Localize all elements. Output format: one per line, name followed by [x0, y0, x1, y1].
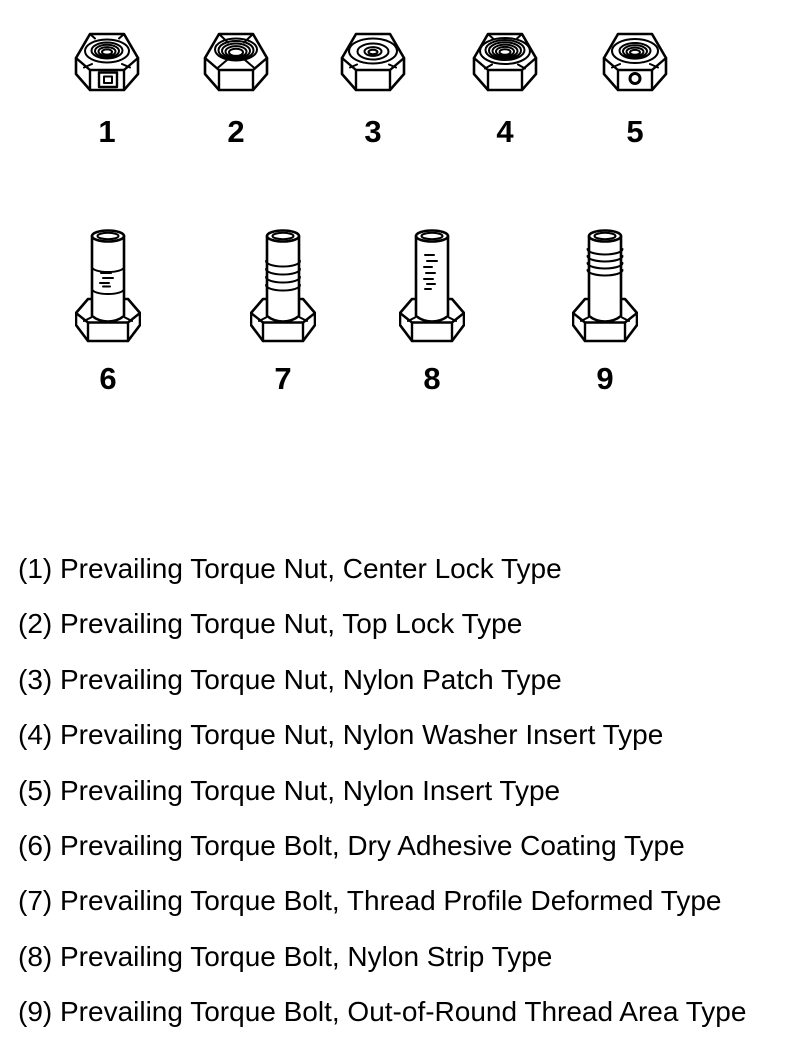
figure-bolt-7: 7	[250, 227, 316, 394]
figure-nut-5: 5	[602, 30, 668, 147]
figure-bolt-6: 6	[75, 227, 141, 394]
legend-item-4: (4) Prevailing Torque Nut, Nylon Washer …	[18, 719, 664, 751]
legend-item-7: (7) Prevailing Torque Bolt, Thread Profi…	[18, 885, 722, 917]
nylon-patch-nut-icon	[340, 32, 406, 92]
part-number-label: 1	[98, 114, 116, 149]
legend: (1) Prevailing Torque Nut, Center Lock T…	[18, 541, 746, 1040]
center-lock-nut-icon	[74, 32, 140, 92]
part-number-label: 4	[496, 114, 514, 149]
nylon-strip-bolt-icon	[399, 229, 465, 343]
part-number-label: 6	[99, 361, 117, 396]
figure-nut-2: 2	[203, 30, 269, 147]
part-number-label: 7	[274, 361, 292, 396]
nylon-insert-nut-icon	[602, 32, 668, 92]
figure-nut-1: 1	[74, 30, 140, 147]
thread-profile-deformed-bolt-icon	[250, 229, 316, 343]
out-of-round-thread-bolt-icon	[572, 229, 638, 343]
figure-nut-3: 3	[340, 30, 406, 147]
part-number-label: 8	[423, 361, 441, 396]
figure-bolt-8: 8	[399, 227, 465, 394]
dry-adhesive-coating-bolt-icon	[75, 229, 141, 343]
part-number-label: 9	[596, 361, 614, 396]
figure-bolt-9: 9	[572, 227, 638, 394]
legend-item-6: (6) Prevailing Torque Bolt, Dry Adhesive…	[18, 830, 685, 862]
legend-item-1: (1) Prevailing Torque Nut, Center Lock T…	[18, 553, 562, 584]
legend-item-3: (3) Prevailing Torque Nut, Nylon Patch T…	[18, 663, 562, 695]
legend-item-5: (5) Prevailing Torque Nut, Nylon Insert …	[18, 774, 561, 806]
top-lock-nut-icon	[203, 32, 269, 92]
legend-item-2: (2) Prevailing Torque Nut, Top Lock Type	[18, 608, 523, 640]
part-number-label: 5	[626, 114, 644, 149]
legend-item-8: (8) Prevailing Torque Bolt, Nylon Strip …	[18, 940, 553, 972]
part-number-label: 2	[227, 114, 245, 149]
part-number-label: 3	[364, 114, 382, 149]
legend-item-9: (9) Prevailing Torque Bolt, Out-of-Round…	[18, 996, 747, 1028]
figure-nut-4: 4	[472, 30, 538, 147]
nylon-washer-insert-nut-icon	[472, 32, 538, 92]
